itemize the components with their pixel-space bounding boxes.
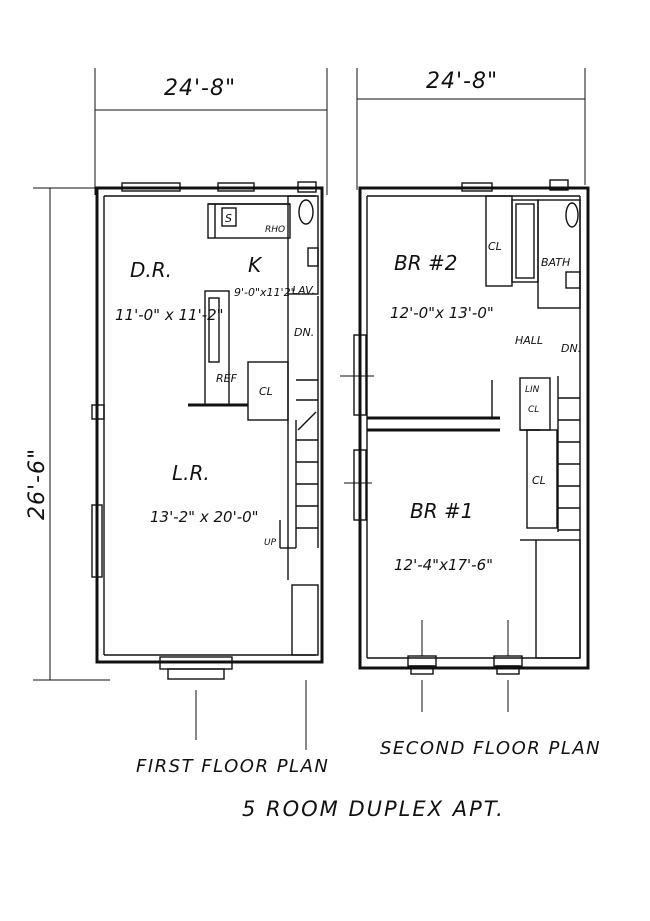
kitchen-size: 9'-0"x11'2" [234, 286, 296, 299]
linen-closet-label-line1: LIN [525, 385, 540, 395]
dining-room-name: D.R. [130, 258, 172, 282]
bedroom-2-closet-label: CL [488, 240, 502, 253]
first-floor-up-label: UP [264, 538, 277, 548]
bedroom-1-size: 12'-4"x17'-6" [394, 556, 493, 574]
dimension-lines [33, 68, 586, 681]
living-room-size: 13'-2" x 20'-0" [150, 508, 259, 526]
linen-closet-label-line2: CL [528, 405, 539, 415]
second-floor-walls [340, 179, 590, 712]
hall-label: HALL [515, 334, 543, 347]
first-floor-walls [91, 181, 324, 750]
bedroom-2-size: 12'-0"x 13'-0" [390, 304, 494, 322]
second-floor-caption: SECOND FLOOR PLAN [380, 738, 601, 759]
kitchen-name: K [248, 253, 263, 277]
dining-room-size: 11'-0" x 11'-2" [115, 306, 224, 324]
bath-label: BATH [541, 256, 570, 269]
second-floor-down-label: DN. [561, 342, 581, 355]
first-floor-range-hood-label: RHO [265, 225, 285, 235]
first-floor-stove-label: S [225, 212, 232, 225]
bedroom-1-name: BR #1 [410, 499, 473, 523]
height-dimension: 26'-6" [25, 448, 50, 520]
plan-title: 5 ROOM DUPLEX APT. [242, 797, 505, 821]
living-room-name: L.R. [172, 461, 210, 485]
first-floor-lav-label: LAV. [292, 284, 315, 297]
first-floor-caption: FIRST FLOOR PLAN [136, 756, 329, 777]
first-floor-closet-label: CL [259, 385, 273, 398]
bedroom-1-closet-label: CL [532, 474, 546, 487]
second-floor-width-dimension: 24'-8" [426, 69, 498, 94]
first-floor-width-dimension: 24'-8" [164, 76, 236, 101]
bedroom-2-name: BR #2 [394, 251, 457, 275]
first-floor-down-label: DN. [294, 326, 314, 339]
refrigerator-label: REF [216, 372, 238, 385]
